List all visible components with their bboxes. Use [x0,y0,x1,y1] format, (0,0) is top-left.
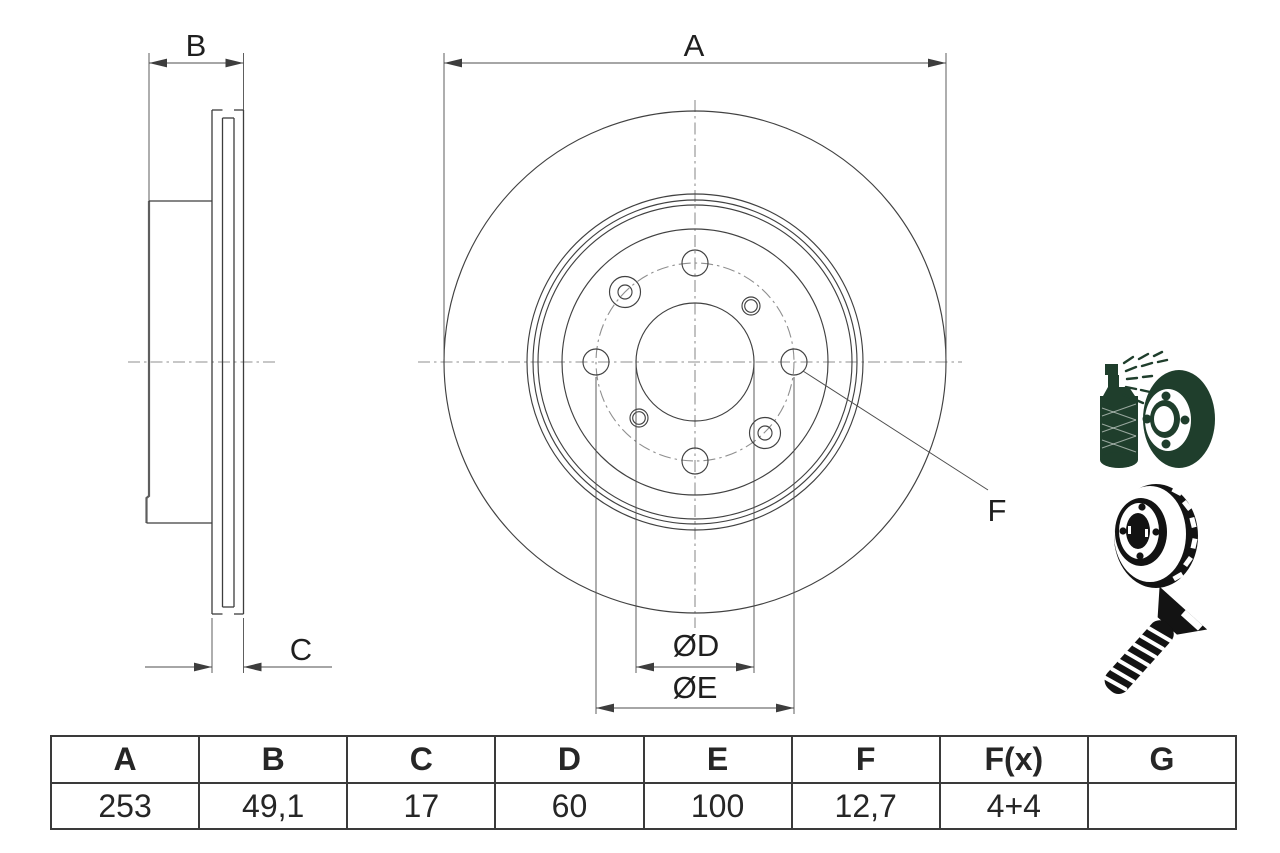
table-header-row: A B C D E F F(x) G [49,735,1238,784]
coated-brake-disc-icon [1114,484,1198,588]
header-F: F [790,735,941,784]
header-A: A [49,735,201,784]
header-B: B [198,735,349,784]
header-G: G [1086,735,1238,784]
value-Fx: 4+4 [938,782,1089,830]
dim-C-label: C [290,632,312,667]
header-C: C [346,735,497,784]
dimension-C: C [145,618,332,673]
small-holes [629,296,761,428]
pitch-circle [595,262,795,462]
dimension-D: ØD [635,363,755,673]
table-value-row: 253 49,1 17 60 100 12,7 4+4 [49,782,1238,830]
center-bore-circle [635,302,755,422]
value-E: 100 [642,782,793,830]
spray-mist [1122,350,1169,405]
countersunk-holes [608,275,782,450]
value-B: 49,1 [198,782,349,830]
countersunk-screw-icon [1103,586,1208,694]
dimension-E: ØE [595,377,795,714]
header-E: E [642,735,793,784]
dim-B-label: B [186,28,207,63]
hat-circle [561,228,829,496]
dimension-A: A [443,28,947,359]
dimension-B: B [149,28,244,110]
header-Fx: F(x) [938,735,1089,784]
dim-A-label: A [684,28,705,63]
value-G [1086,782,1238,830]
spray-can-coating-icon [1100,350,1215,468]
value-A: 253 [49,782,201,830]
header-D: D [494,735,645,784]
value-F: 12,7 [790,782,941,830]
bolt-holes [582,249,808,475]
dimension-F: F [802,370,1007,528]
side-view [128,53,277,615]
front-view [418,100,962,628]
dim-F-label: F [988,493,1007,528]
dim-E-label: ØE [673,670,718,705]
dim-D-label: ØD [673,628,720,663]
dimension-table: A B C D E F F(x) G 253 49,1 17 60 100 12… [49,735,1238,830]
outer-diameter-circle [443,110,947,614]
value-D: 60 [494,782,645,830]
value-C: 17 [346,782,497,830]
